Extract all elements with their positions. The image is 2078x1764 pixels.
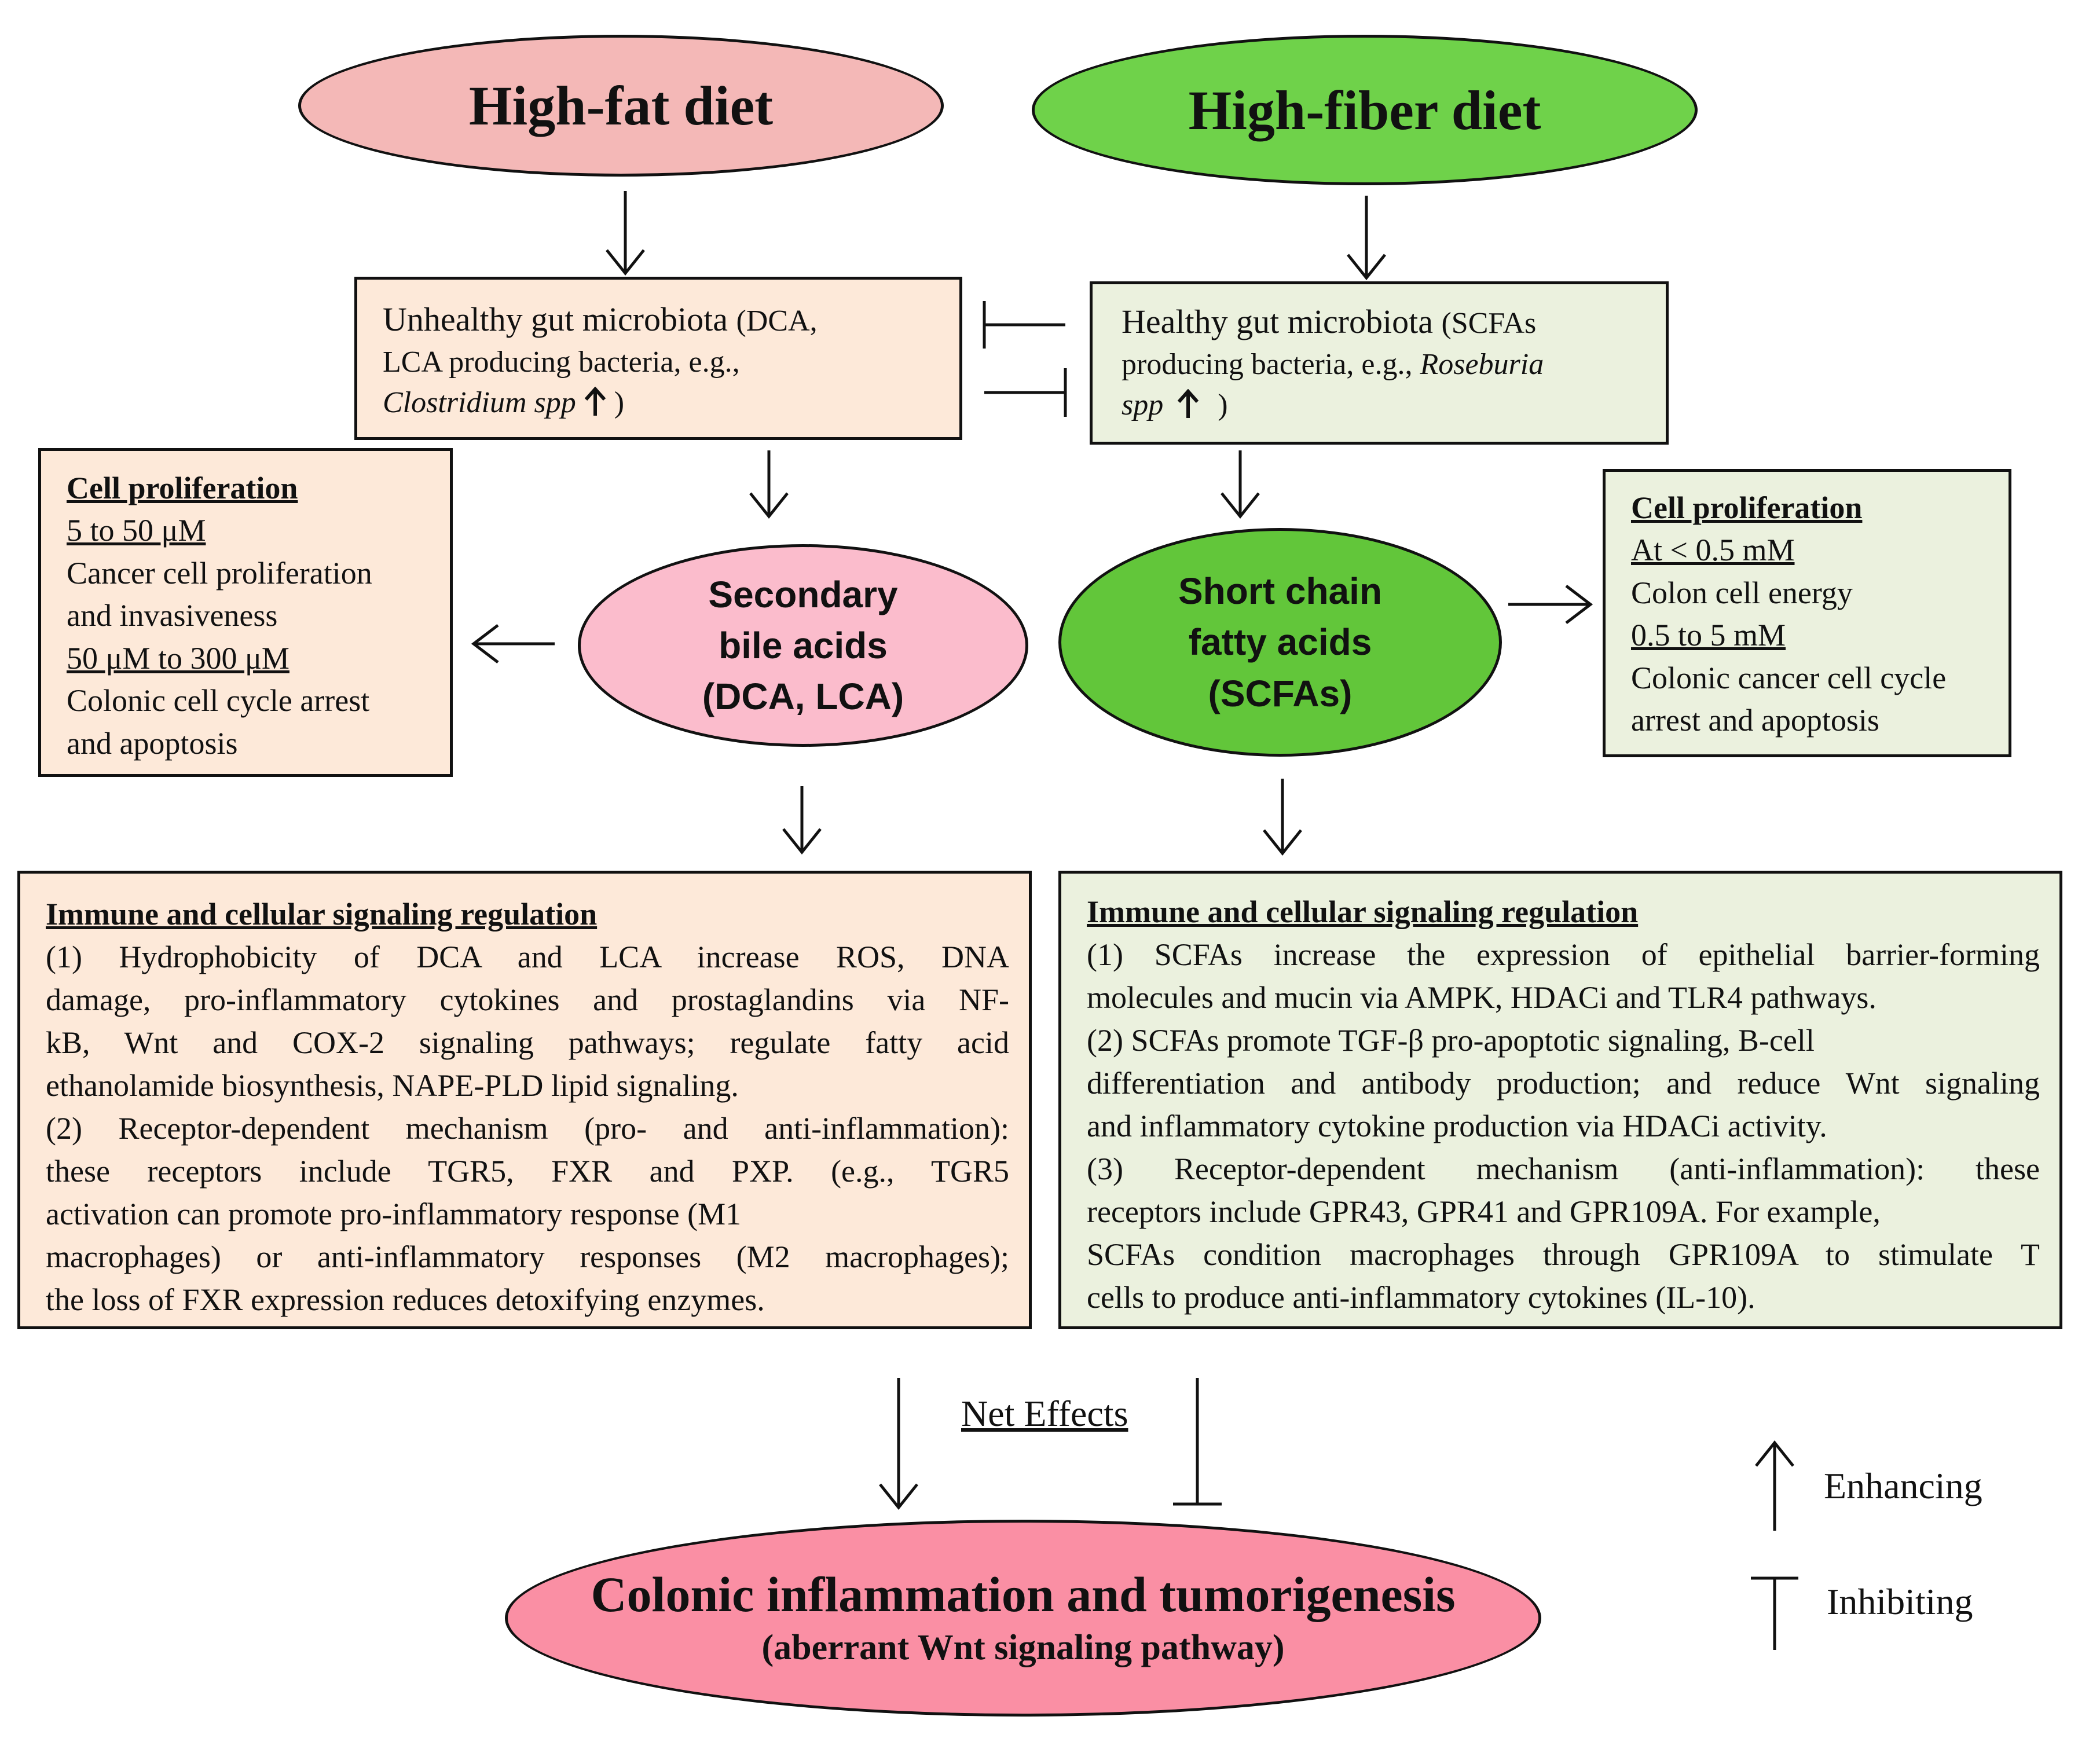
bile-acids-line1: Secondary <box>708 573 898 615</box>
left-prolif-title: Cell proliferation <box>67 471 298 505</box>
left-signaling-line: these receptors include TGR5, FXR and PX… <box>46 1153 1009 1189</box>
legend-inhibiting-label: Inhibiting <box>1827 1580 1973 1623</box>
inhibit-net-inhibiting <box>1173 1378 1222 1506</box>
healthy-close: ) <box>1218 388 1228 422</box>
unhealthy-detail: (DCA, <box>736 305 818 338</box>
arrow-healthy-to-scfas <box>1221 450 1260 519</box>
secondary-bile-acids-ellipse: Secondary bile acids (DCA, LCA) <box>578 544 1028 747</box>
right-signaling-line: SCFAs condition macrophages through GPR1… <box>1087 1237 2040 1272</box>
left-signaling-line: (2) Receptor-dependent mechanism (pro- a… <box>46 1110 1009 1146</box>
left-cell-proliferation-box: Cell proliferation 5 to 50 μM Cancer cel… <box>38 448 453 777</box>
healthy-line2: producing bacteria, e.g., <box>1122 348 1413 382</box>
arrow-bile-acids-to-left-signaling <box>782 786 822 855</box>
right-prolif-range1: At < 0.5 mM <box>1631 533 1795 568</box>
outcome-subtitle: (aberrant Wnt signaling pathway) <box>761 1628 1285 1668</box>
right-signaling-line: differentiation and antibody production;… <box>1087 1065 2040 1101</box>
left-signaling-line: macrophages) or anti-inflammatory respon… <box>46 1239 1009 1274</box>
net-effects-text: Net Effects <box>961 1393 1128 1434</box>
right-prolif-effect1: Colon cell energy <box>1631 575 1853 610</box>
high-fiber-diet-ellipse: High-fiber diet <box>1032 35 1698 185</box>
left-prolif-effect2-line1: Colonic cell cycle arrest <box>67 683 370 718</box>
unhealthy-microbiota-box: Unhealthy gut microbiota (DCA, LCA produ… <box>354 277 962 440</box>
legend-enhancing-label: Enhancing <box>1824 1465 1982 1508</box>
right-signaling-line: and inflammatory cytokine production via… <box>1087 1108 1827 1143</box>
inhibit-healthy-to-unhealthy <box>983 301 1065 349</box>
legend-enhancing-text: Enhancing <box>1824 1465 1982 1506</box>
right-signaling-line: (3) Receptor-dependent mechanism (anti-i… <box>1087 1151 2040 1186</box>
right-signaling-line: (1) SCFAs increase the expression of epi… <box>1087 937 2040 972</box>
arrow-unhealthy-to-bile-acids <box>749 450 789 519</box>
high-fiber-diet-label: High-fiber diet <box>1188 79 1541 141</box>
left-prolif-effect1-line1: Cancer cell proliferation <box>67 555 372 591</box>
right-signaling-line: (2) SCFAs promote TGF-β pro-apoptotic si… <box>1087 1022 1815 1058</box>
net-effects-label: Net Effects <box>961 1392 1128 1435</box>
scfas-ellipse: Short chain fatty acids (SCFAs) <box>1058 528 1502 757</box>
right-signaling-line: molecules and mucin via AMPK, HDACi and … <box>1087 980 1877 1015</box>
right-prolif-effect2-line2: arrest and apoptosis <box>1631 703 1879 738</box>
scfas-line3: (SCFAs) <box>1208 672 1353 714</box>
right-signaling-line: cells to produce anti-inflammatory cytok… <box>1087 1279 1756 1315</box>
high-fat-diet-ellipse: High-fat diet <box>298 35 944 177</box>
left-prolif-range1: 5 to 50 μM <box>67 513 206 548</box>
unhealthy-close: ) <box>614 386 625 420</box>
outcome-ellipse: Colonic inflammation and tumorigenesis (… <box>505 1520 1541 1717</box>
healthy-title: Healthy gut microbiota <box>1122 303 1433 340</box>
legend-inhibiting-text: Inhibiting <box>1827 1581 1973 1622</box>
arrow-net-enhancing <box>879 1378 918 1510</box>
left-prolif-effect2-line2: and apoptosis <box>67 725 238 761</box>
arrow-highfiber-to-healthy <box>1347 196 1386 281</box>
arrow-scfas-to-right-signaling <box>1263 779 1302 856</box>
enhancing-arrow-icon <box>1178 388 1199 419</box>
left-signaling-box: Immune and cellular signaling regulation… <box>17 871 1032 1329</box>
outcome-title: Colonic inflammation and tumorigenesis <box>591 1567 1456 1623</box>
left-signaling-line: activation can promote pro-inflammatory … <box>46 1196 742 1231</box>
legend-enhancing-arrow-icon <box>1755 1440 1794 1531</box>
unhealthy-line2: LCA producing bacteria, e.g., <box>383 346 740 379</box>
right-signaling-line: receptors include GPR43, GPR41 and GPR10… <box>1087 1194 1881 1229</box>
healthy-microbiota-box: Healthy gut microbiota (SCFAs producing … <box>1090 281 1669 445</box>
left-signaling-line: ethanolamide biosynthesis, NAPE-PLD lipi… <box>46 1068 739 1103</box>
scfas-line1: Short chain <box>1178 570 1383 613</box>
unhealthy-title: Unhealthy gut microbiota <box>383 300 728 338</box>
arrow-highfat-to-unhealthy <box>606 191 645 276</box>
left-signaling-line: the loss of FXR expression reduces detox… <box>46 1282 765 1317</box>
healthy-genus-part2: spp <box>1122 388 1164 422</box>
right-prolif-effect2-line1: Colonic cancer cell cycle <box>1631 660 1947 695</box>
left-signaling-title: Immune and cellular signaling regulation <box>46 897 598 931</box>
right-signaling-title: Immune and cellular signaling regulation <box>1087 894 1639 929</box>
left-prolif-effect1-line2: and invasiveness <box>67 598 278 633</box>
inhibit-unhealthy-to-healthy <box>984 368 1067 417</box>
bile-acids-line3: (DCA, LCA) <box>702 676 904 718</box>
legend-inhibiting-bar-icon <box>1751 1576 1798 1650</box>
left-signaling-line: damage, pro-inflammatory cytokines and p… <box>46 982 1009 1017</box>
high-fat-diet-label: High-fat diet <box>468 75 774 137</box>
arrow-scfas-to-right-proliferation <box>1508 585 1593 624</box>
scfas-line2: fatty acids <box>1188 621 1372 663</box>
bile-acids-line2: bile acids <box>719 624 888 666</box>
enhancing-arrow-icon <box>584 386 606 416</box>
right-signaling-box: Immune and cellular signaling regulation… <box>1058 871 2062 1329</box>
right-prolif-range2: 0.5 to 5 mM <box>1631 618 1786 653</box>
healthy-genus-part1: Roseburia <box>1420 348 1544 382</box>
arrow-bile-acids-to-left-proliferation <box>471 624 555 663</box>
right-cell-proliferation-box: Cell proliferation At < 0.5 mM Colon cel… <box>1603 469 2011 757</box>
left-signaling-line: (1) Hydrophobicity of DCA and LCA increa… <box>46 939 1009 974</box>
right-prolif-title: Cell proliferation <box>1631 490 1863 525</box>
healthy-detail: (SCFAs <box>1441 307 1537 340</box>
unhealthy-genus: Clostridium spp <box>383 386 576 420</box>
left-signaling-line: kB, Wnt and COX-2 signaling pathways; re… <box>46 1025 1009 1060</box>
left-prolif-range2: 50 μM to 300 μM <box>67 640 289 676</box>
